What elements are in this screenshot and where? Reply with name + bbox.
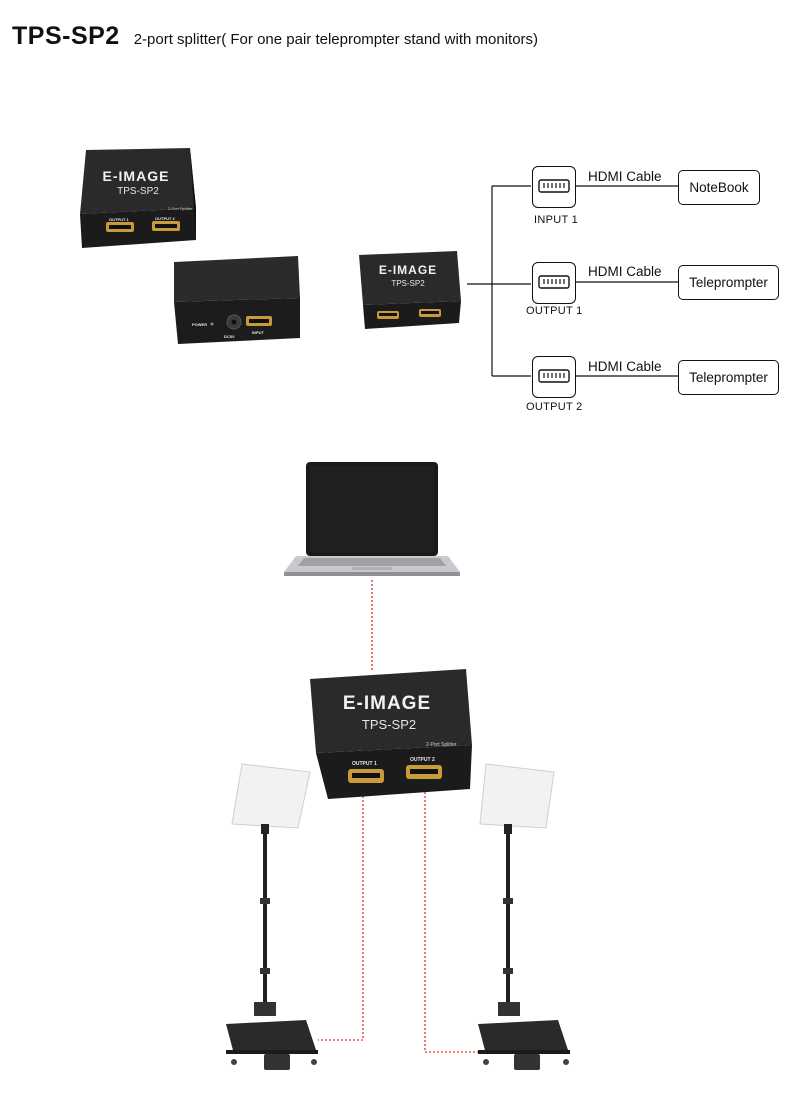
laptop-icon — [284, 462, 460, 576]
cable-label: HDMI Cable — [588, 169, 662, 184]
laptop-image — [282, 460, 462, 580]
product-brand: E-IMAGE — [102, 168, 170, 184]
port-caption-output1: OUTPUT 1 — [526, 305, 583, 317]
teleprompter-stand-right — [470, 758, 580, 1088]
port-label-output2: OUTPUT 2 — [410, 757, 435, 763]
port-caption-output2: OUTPUT 2 — [526, 401, 583, 413]
product-model: TPS-SP2 — [361, 717, 417, 732]
splitter-front-view: E-IMAGE TPS-SP2 2-Port Splitter OUTPUT 1… — [72, 140, 212, 250]
splitter-back-view: POWER DC5V INPUT — [170, 250, 305, 345]
page-title-row: TPS-SP2 2-port splitter( For one pair te… — [12, 22, 538, 51]
product-brand: E-IMAGE — [378, 263, 438, 277]
product-model: TPS-SP2 — [117, 186, 159, 197]
product-tagline: 2-Port Splitter — [426, 742, 457, 748]
device-box-notebook: NoteBook — [678, 170, 760, 205]
port-caption-input1: INPUT 1 — [534, 214, 579, 226]
port-label-power: POWER — [192, 322, 208, 327]
port-label-output1: OUTPUT 1 — [109, 217, 129, 222]
port-label-dc: DC5V — [224, 334, 235, 339]
hdmi-port-icon — [532, 262, 576, 304]
teleprompter-stand-icon — [478, 763, 570, 1070]
page-title: TPS-SP2 — [12, 22, 120, 50]
splitter-diagram-view: E-IMAGE TPS-SP2 — [355, 245, 465, 330]
teleprompter-stand-left — [220, 758, 330, 1088]
page-subtitle: 2-port splitter( For one pair teleprompt… — [133, 31, 539, 48]
product-tagline: 2-Port Splitter — [168, 206, 193, 211]
port-label-output2: OUTPUT 2 — [155, 216, 175, 221]
port-label-output1: OUTPUT 1 — [352, 761, 377, 767]
splitter-device-icon — [174, 256, 300, 344]
device-box-teleprompter-2: Teleprompter — [678, 360, 779, 395]
splitter-device-icon — [359, 251, 461, 329]
hdmi-port-icon — [532, 166, 576, 208]
product-brand: E-IMAGE — [342, 693, 432, 714]
product-model: TPS-SP2 — [391, 279, 425, 288]
hdmi-port-icon — [532, 356, 576, 398]
splitter-device-icon — [80, 148, 196, 248]
teleprompter-stand-icon — [226, 763, 318, 1070]
splitter-device-icon — [310, 669, 472, 799]
splitter-main-image: E-IMAGE TPS-SP2 2-Port Splitter OUTPUT 1… — [306, 665, 476, 800]
port-label-input: INPUT — [252, 330, 264, 335]
cable-label: HDMI Cable — [588, 359, 662, 374]
device-box-teleprompter-1: Teleprompter — [678, 265, 779, 300]
cable-label: HDMI Cable — [588, 264, 662, 279]
